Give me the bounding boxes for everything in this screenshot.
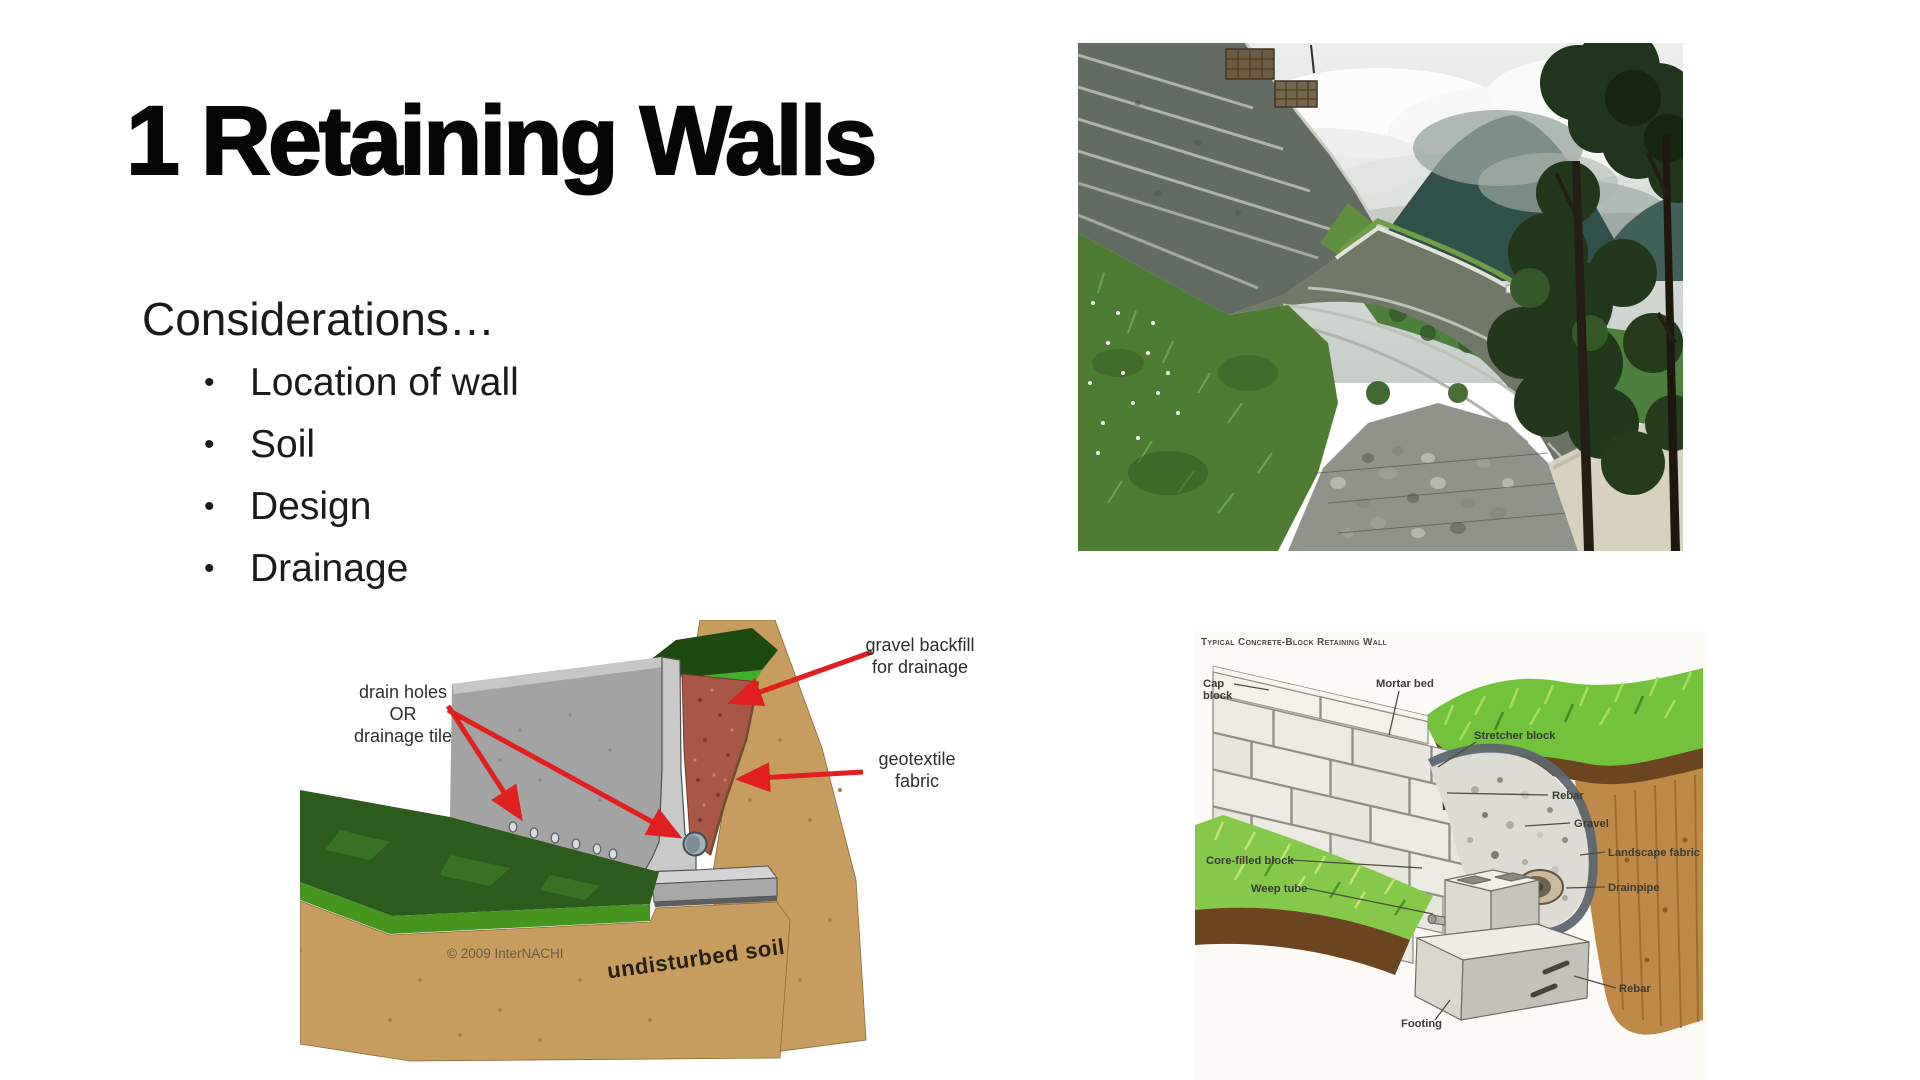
gravel-label: Gravel — [1574, 818, 1609, 830]
considerations-heading: Considerations… — [142, 293, 495, 345]
rebar-top-label: Rebar — [1552, 790, 1584, 802]
rubble-stones — [1288, 381, 1578, 551]
bullet-item: • Location of wall — [204, 352, 519, 414]
copyright-label: © 2009 InterNACHI — [447, 946, 564, 961]
grass-bench — [300, 790, 659, 934]
gravel-label-line2: for drainage — [872, 657, 968, 677]
bullet-dot: • — [204, 428, 215, 461]
block-wall-diagram: Typical Concrete-Block Retaining Wall Ca… — [1195, 630, 1705, 1080]
block-diagram-title: Typical Concrete-Block Retaining Wall — [1201, 637, 1388, 648]
wildflowers — [1088, 301, 1180, 455]
core-filled-block-label: Core-filled block — [1206, 855, 1294, 867]
drain-holes-label-line2: OR — [390, 704, 417, 724]
bullet-dot: • — [204, 490, 215, 523]
grass-lower-left — [1195, 815, 1433, 975]
cap-block-label-line1: Cap — [1203, 678, 1224, 690]
gabion-terraces-photo — [1078, 43, 1683, 551]
bullet-dot: • — [204, 366, 215, 399]
bullet-item: • Design — [204, 476, 519, 538]
upper-terraced-wall — [1078, 43, 1380, 315]
internachi-wall-diagram: drain holes OR drainage tile gravel back… — [300, 620, 980, 1063]
drainage-tile-pipe — [682, 831, 708, 857]
bullet-item: • Soil — [204, 414, 519, 476]
mortar-bed-label: Mortar bed — [1376, 678, 1434, 690]
weep-tube-art — [1427, 913, 1446, 926]
red-arrows — [445, 649, 873, 839]
drain-holes — [508, 821, 618, 860]
slide-title: 1 Retaining Walls — [125, 86, 878, 195]
soil-right — [1575, 768, 1703, 1035]
bullet-dot: • — [204, 552, 215, 585]
rebar-pins — [1530, 960, 1570, 998]
landscape-fabric-label: Landscape fabric — [1608, 847, 1700, 859]
bullet-label: Drainage — [250, 547, 409, 590]
bullet-label: Location of wall — [250, 361, 519, 404]
drain-holes-label-line3: drainage tile — [354, 726, 452, 746]
geotextile-fabric-label: geotextile fabric — [878, 749, 955, 791]
soil-front — [300, 900, 791, 1062]
bullet-item: • Drainage — [204, 538, 519, 600]
drainpipe-label: Drainpipe — [1608, 882, 1660, 894]
trees — [1487, 43, 1683, 551]
bullet-label: Soil — [250, 423, 316, 466]
foreground-grass — [1078, 233, 1338, 551]
footing-art — [1414, 923, 1590, 1021]
landscape-fabric-band — [1427, 743, 1598, 937]
weep-tube-label: Weep tube — [1251, 883, 1307, 895]
stretcher-block-label: Stretcher block — [1474, 730, 1556, 742]
geotextile-label-line2: fabric — [895, 771, 939, 791]
gabion-cages — [1225, 44, 1318, 108]
rebar-bottom-label: Rebar — [1619, 983, 1651, 995]
geotextile-boundary — [708, 681, 760, 856]
geotextile-label-line1: geotextile — [878, 749, 955, 769]
drain-holes-label: drain holes OR drainage tile — [354, 682, 452, 746]
bullet-list: • Location of wall • Soil • Design • Dra… — [204, 352, 519, 600]
leader-lines — [1233, 683, 1617, 1021]
drain-holes-label-line1: drain holes — [359, 682, 447, 702]
bullet-label: Design — [250, 485, 372, 528]
footing-label: Footing — [1401, 1018, 1442, 1030]
cap-block-label-line2: block — [1203, 690, 1233, 702]
gravel-backfill-label: gravel backfill for drainage — [865, 635, 974, 677]
grass-bench-notch — [1320, 203, 1378, 256]
gravel-label-line1: gravel backfill — [865, 635, 974, 655]
